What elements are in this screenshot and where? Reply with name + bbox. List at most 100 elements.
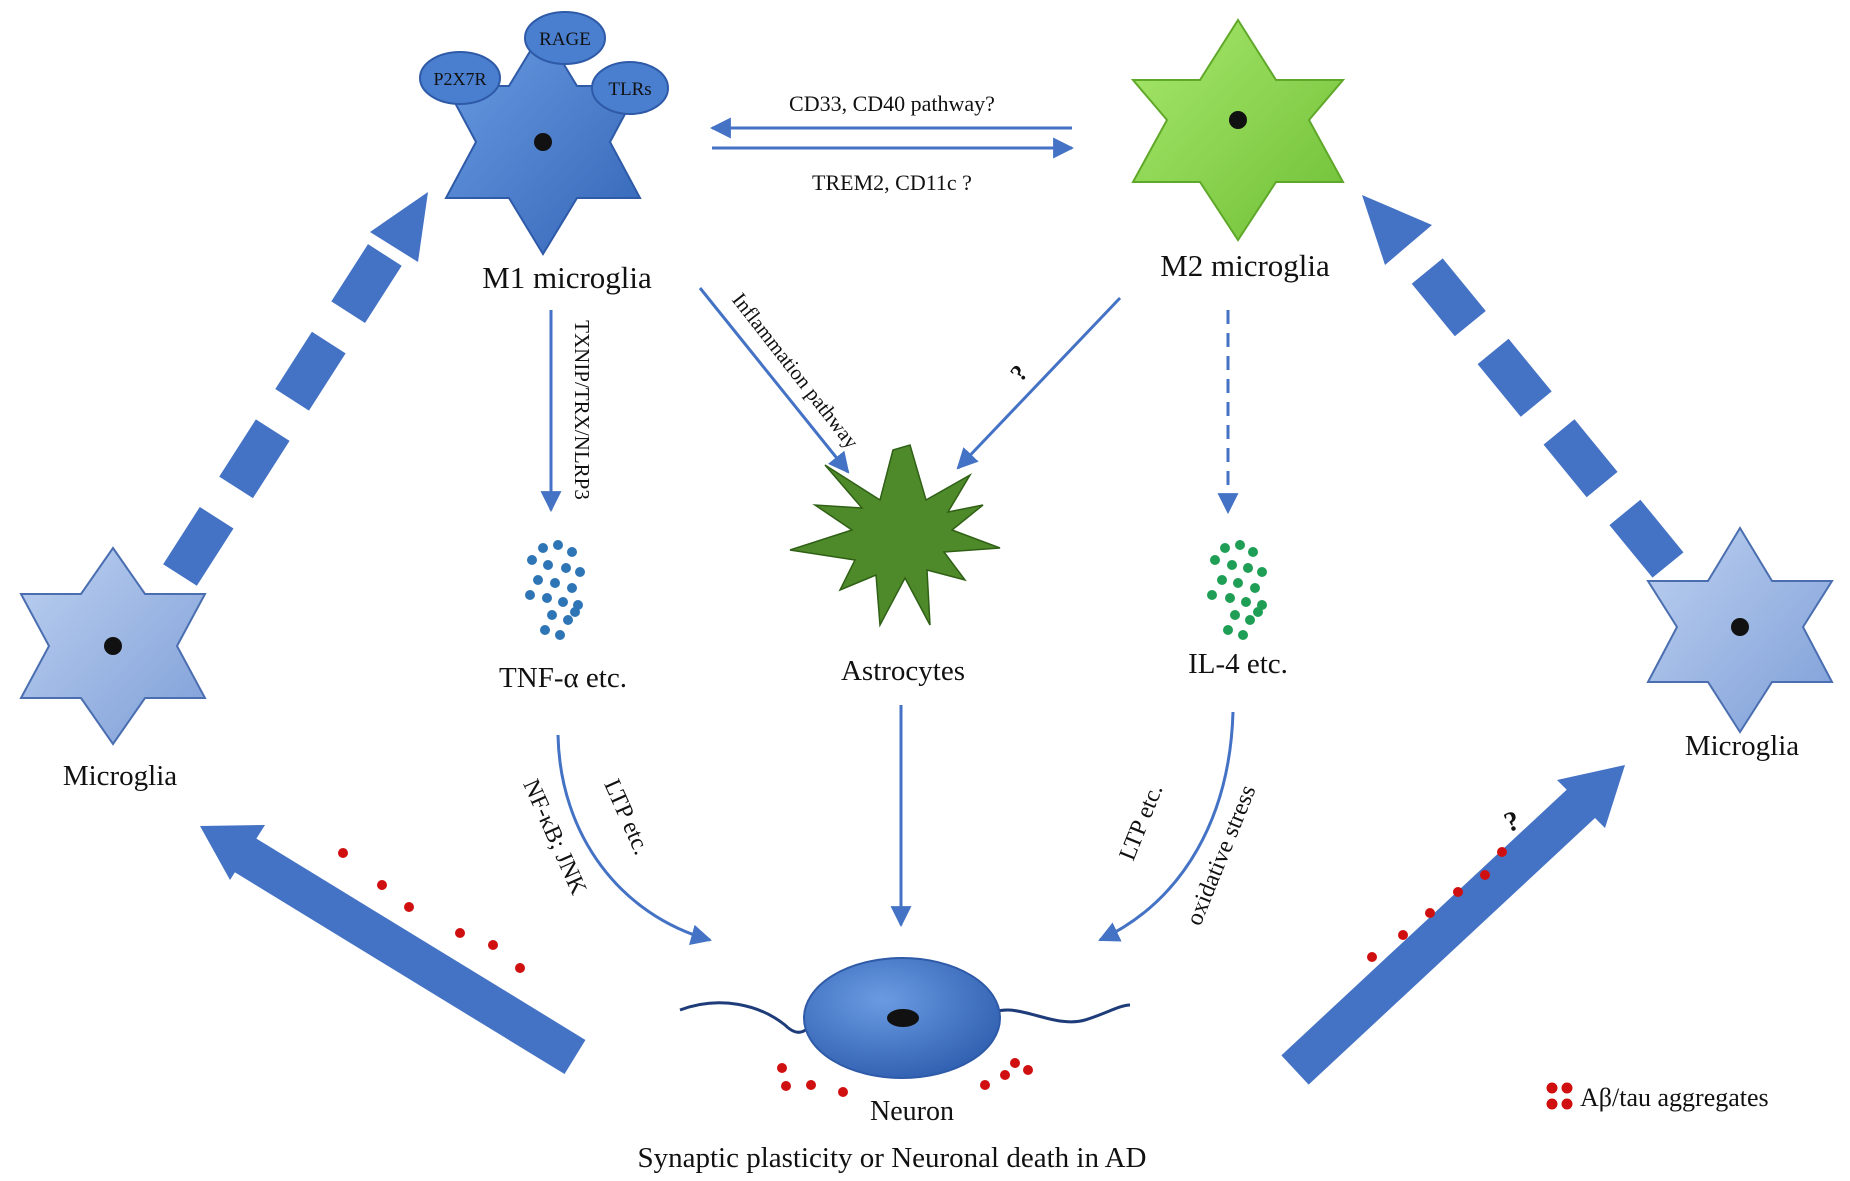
- legend-label: Aβ/tau aggregates: [1580, 1083, 1769, 1112]
- dot: [1497, 847, 1507, 857]
- microglia-left: [19, 546, 207, 746]
- dot: [1010, 1058, 1020, 1068]
- tnf-dots: [525, 540, 585, 640]
- dot: [547, 610, 557, 620]
- dot: [404, 902, 414, 912]
- dot: [558, 597, 568, 607]
- dot: [1245, 615, 1255, 625]
- dot: [1238, 630, 1248, 640]
- dot: [1453, 887, 1463, 897]
- dot: [1230, 610, 1240, 620]
- dot: [488, 940, 498, 950]
- dot: [781, 1081, 791, 1091]
- dashed-arrow-right-up: [1362, 195, 1684, 578]
- arrow-tnf-to-neuron: [556, 734, 713, 946]
- big-arrow-left-up: [200, 825, 586, 1075]
- microglia-right: [1646, 526, 1834, 734]
- pathway-txnip-label: TXNIP/TRX/NLRP3: [570, 320, 594, 500]
- il4-label: IL-4 etc.: [1188, 648, 1288, 680]
- big-arrow-right-up: [1281, 765, 1625, 1085]
- dot: [538, 543, 548, 553]
- dot: [1250, 583, 1260, 593]
- receptor-tlrs-label: TLRs: [608, 79, 651, 100]
- dot: [338, 848, 348, 858]
- dot: [1235, 540, 1245, 550]
- dot: [980, 1080, 990, 1090]
- neuron: [679, 957, 1131, 1079]
- dot: [533, 575, 543, 585]
- dot: [1233, 578, 1243, 588]
- dot: [1223, 625, 1233, 635]
- arrow-m2-to-astro: [956, 296, 1122, 470]
- dot: [550, 578, 560, 588]
- dot: [525, 590, 535, 600]
- dot: [1217, 575, 1227, 585]
- pathway-inflammation-label: Inflammation pathway: [727, 288, 864, 453]
- neuron-label: Neuron: [870, 1096, 954, 1127]
- receptor-rage-label: RAGE: [539, 29, 591, 50]
- dot: [1253, 607, 1263, 617]
- dot: [1367, 952, 1377, 962]
- dot: [1220, 543, 1230, 553]
- dot: [1210, 555, 1220, 565]
- dot: [553, 540, 563, 550]
- dot: [515, 963, 525, 973]
- dashed-arrow-left-up: [163, 192, 428, 586]
- dot: [567, 547, 577, 557]
- dot: [1227, 560, 1237, 570]
- dot: [806, 1080, 816, 1090]
- m2-microglia: [1130, 18, 1346, 242]
- dot: [1207, 590, 1217, 600]
- pathway-ltp-right-label: LTP etc.: [1115, 781, 1169, 864]
- pathway-cd33-cd40-label: CD33, CD40 pathway?: [789, 91, 995, 116]
- dot: [563, 615, 573, 625]
- dot: [527, 555, 537, 565]
- m2-microglia-star: [1130, 18, 1346, 242]
- receptor-p2x7r: [419, 51, 501, 105]
- dot: [542, 593, 552, 603]
- dot: [575, 567, 585, 577]
- pathway-question-astro: ?: [1006, 361, 1034, 387]
- legend: Aβ/tau aggregates: [1546, 1082, 1769, 1112]
- dot: [1398, 930, 1408, 940]
- receptor-tlrs: [591, 61, 669, 115]
- astrocyte-shape: [789, 444, 1001, 628]
- tnf-label: TNF-α etc.: [499, 662, 627, 694]
- dot: [777, 1063, 787, 1073]
- pathway-nfkb-jnk-label: NF-κB; JNK: [517, 775, 591, 899]
- dot: [561, 563, 571, 573]
- receptor-p2x7r-label: P2X7R: [433, 69, 486, 89]
- il4-dots: [1207, 540, 1267, 640]
- dot: [838, 1087, 848, 1097]
- arrow-il4-to-neuron: [1098, 711, 1235, 942]
- dot: [1480, 870, 1490, 880]
- neuron-right-process: [983, 1003, 1131, 1024]
- m1-microglia: RAGE P2X7R TLRs: [419, 11, 669, 256]
- dot: [1243, 563, 1253, 573]
- receptor-rage: [524, 11, 606, 65]
- microglia-left-label: Microglia: [63, 760, 177, 792]
- dot: [1023, 1065, 1033, 1075]
- dot: [543, 560, 553, 570]
- dot: [555, 630, 565, 640]
- pathway-trem2-cd11c-label: TREM2, CD11c ?: [812, 170, 972, 195]
- neuron-left-process: [679, 1001, 817, 1034]
- dot: [540, 625, 550, 635]
- caption: Synaptic plasticity or Neuronal death in…: [637, 1142, 1146, 1174]
- dot: [567, 583, 577, 593]
- dot: [1225, 593, 1235, 603]
- dot: [1257, 567, 1267, 577]
- m1-microglia-label: M1 microglia: [482, 260, 652, 295]
- dot: [377, 880, 387, 890]
- astrocytes-label: Astrocytes: [841, 655, 965, 687]
- dot: [1425, 908, 1435, 918]
- pathway-ltp-left-label: LTP etc.: [598, 776, 654, 859]
- abeta-tau-aggregates: [338, 847, 1507, 1097]
- arrow-m1-to-astro: [698, 287, 850, 474]
- pathway-question-right: ?: [1500, 805, 1524, 839]
- dot: [455, 928, 465, 938]
- dot: [1000, 1070, 1010, 1080]
- m2-microglia-label: M2 microglia: [1160, 248, 1330, 283]
- dot: [570, 607, 580, 617]
